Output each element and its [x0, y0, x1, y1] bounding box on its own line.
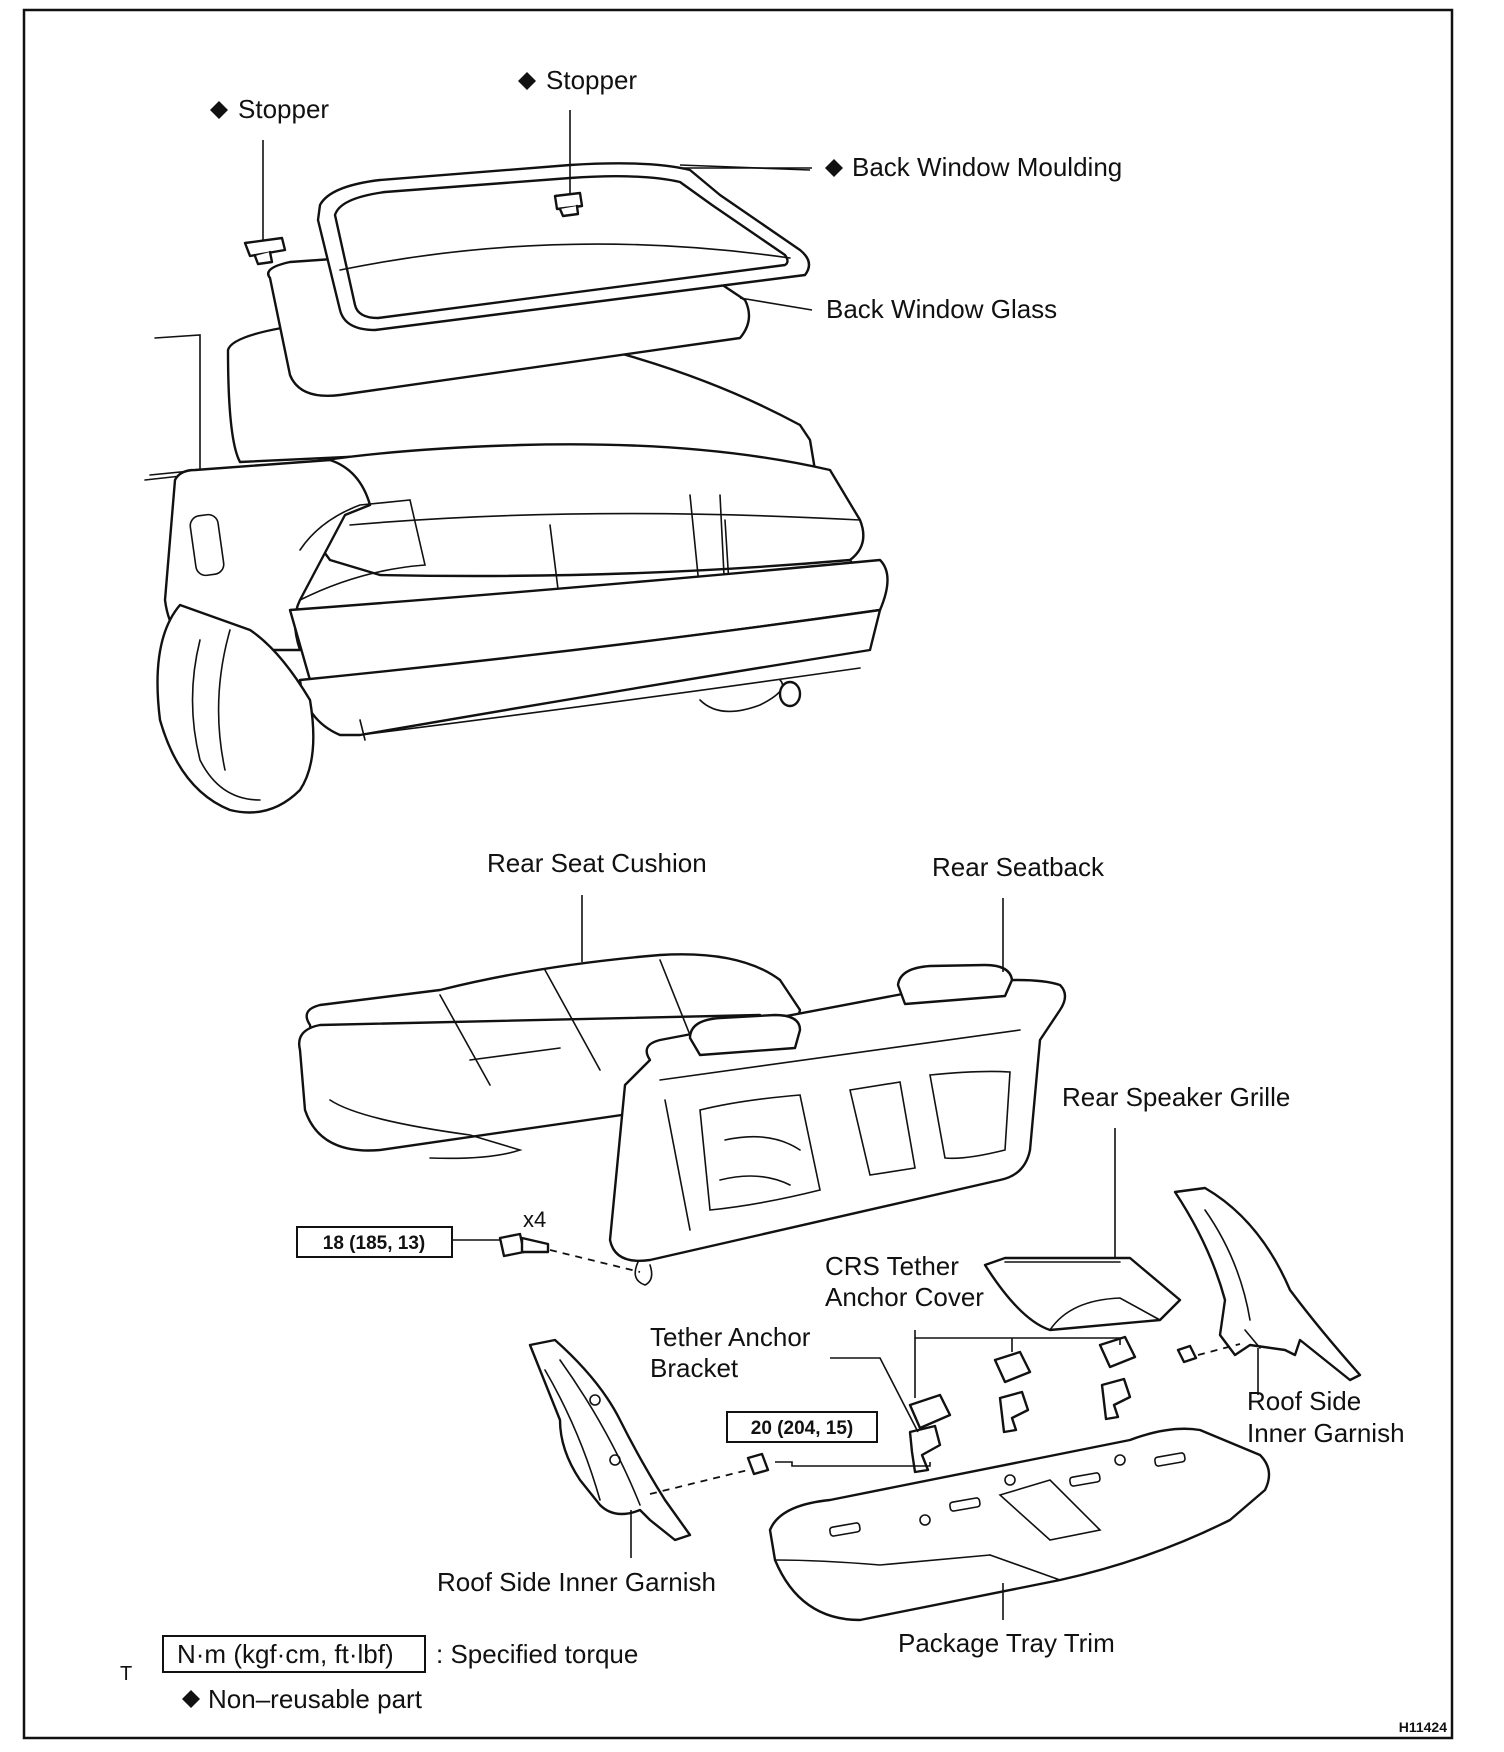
label-crs-tether-1: CRS Tether: [825, 1251, 959, 1281]
torque-box-seatback: [296, 1226, 453, 1258]
legend-torque-desc: : Specified torque: [436, 1639, 638, 1669]
diamond-icon: [182, 1690, 200, 1708]
roof-side-inner-garnish-right: [1173, 1186, 1362, 1382]
stopper-left-part: [243, 236, 287, 266]
labels: Stopper Stopper Back Window Moulding Bac…: [210, 65, 1405, 1658]
label-rear-seatback: Rear Seatback: [932, 852, 1105, 882]
torque-box-tether: [726, 1411, 878, 1443]
torque-specs: 18 (185, 13) x4 20 (204, 15): [296, 1207, 878, 1443]
label-stopper-top: Stopper: [546, 65, 637, 95]
bolt-count: x4: [523, 1207, 546, 1232]
label-roof-side-right-1: Roof Side: [1247, 1386, 1361, 1416]
label-stopper-left: Stopper: [238, 94, 329, 124]
label-rear-seat-cushion: Rear Seat Cushion: [487, 848, 707, 878]
label-crs-tether-2: Anchor Cover: [825, 1282, 984, 1312]
vehicle-rear-body: [144, 323, 889, 814]
legend: T N·m (kgf·cm, ft·lbf) : Specified torqu…: [120, 1635, 638, 1714]
back-window-moulding: [316, 162, 811, 332]
label-back-window-glass: Back Window Glass: [826, 294, 1057, 324]
label-tether-bracket-1: Tether Anchor: [650, 1322, 811, 1352]
roof-side-inner-garnish-left: [528, 1338, 770, 1542]
diamond-icon: [210, 101, 228, 119]
label-tether-bracket-2: Bracket: [650, 1353, 739, 1383]
leader-lines: [262, 110, 1259, 1620]
label-roof-side-left: Roof Side Inner Garnish: [437, 1567, 716, 1597]
figure-code: H11424: [1399, 1719, 1447, 1735]
torque-seatback-value: 18 (185, 13): [323, 1233, 425, 1254]
diamond-icon: [518, 72, 536, 90]
label-package-tray-trim: Package Tray Trim: [898, 1628, 1115, 1658]
rear-seatback: [608, 963, 1067, 1286]
legend-nonreusable: Non–reusable part: [208, 1684, 423, 1714]
torque-tether-value: 20 (204, 15): [751, 1418, 853, 1439]
label-rear-speaker-grille: Rear Speaker Grille: [1062, 1082, 1290, 1112]
diagram-frame: [22, 8, 1454, 1740]
label-back-window-moulding: Back Window Moulding: [852, 152, 1122, 182]
rear-speaker-grille: [983, 1256, 1182, 1332]
crs-tether-anchor-covers: [908, 1335, 1137, 1430]
label-roof-side-right-2: Inner Garnish: [1247, 1418, 1405, 1448]
margin-mark: T: [120, 1663, 132, 1685]
diamond-icon: [825, 159, 843, 177]
stopper-top-part: [553, 191, 584, 218]
package-tray-trim: [768, 1427, 1271, 1622]
tether-anchor-brackets: [908, 1377, 1132, 1474]
legend-torque-unit: N·m (kgf·cm, ft·lbf): [177, 1639, 394, 1669]
legend-torque-box: [162, 1635, 426, 1673]
seatback-bolt: [498, 1232, 641, 1273]
